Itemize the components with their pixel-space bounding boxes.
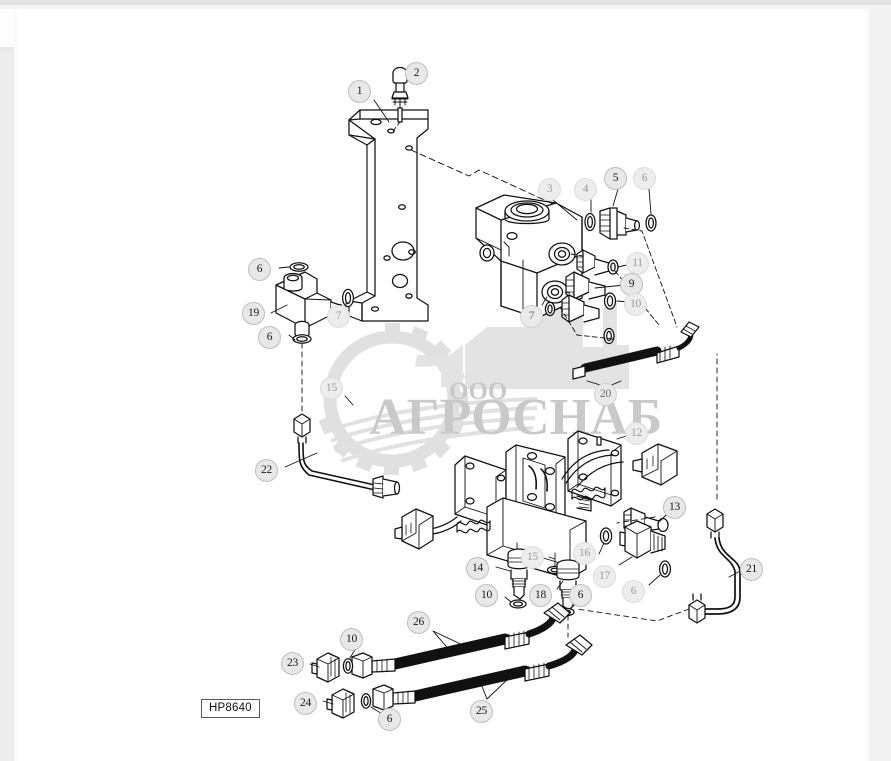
part-o-ring-16 [599, 527, 613, 545]
callout-24: 24 [294, 692, 317, 715]
part-tube-22 [293, 413, 401, 499]
part-o-ring-6-right [658, 560, 672, 578]
part-tube-21 [688, 508, 741, 624]
part-o-ring-6-above-elbow [289, 262, 309, 272]
callout-26: 26 [407, 611, 430, 634]
callout-25: 25 [470, 700, 493, 723]
callout-17: 17 [593, 565, 616, 588]
part-o-ring-10-under14 [509, 599, 527, 609]
frame-right-inner [866, 9, 869, 761]
part-fitting-17 [619, 520, 666, 559]
callout-1: 1 [348, 80, 371, 103]
part-hose-25 [372, 634, 593, 711]
callout-4: 4 [574, 178, 597, 201]
callout-14: 14 [466, 557, 489, 580]
frame-top-inner [0, 5, 891, 9]
frame-left-edge [0, 9, 14, 761]
part-fitting-11 [576, 249, 619, 276]
callout-22: 22 [255, 459, 278, 482]
callout-11: 11 [626, 252, 649, 275]
frame-left-divider [0, 47, 14, 51]
part-o-ring-4 [584, 212, 596, 232]
part-fitting-lower [561, 294, 600, 323]
part-wiring-harness [418, 449, 624, 535]
callout-10: 10 [624, 293, 647, 316]
frame-right-edge [869, 9, 891, 761]
part-connector-left [394, 508, 434, 550]
callout-13: 13 [663, 496, 686, 519]
part-o-ring-7b [544, 301, 556, 317]
callout-19: 19 [242, 302, 265, 325]
callout-6: 6 [622, 580, 645, 603]
callout-18: 18 [529, 584, 552, 607]
callout-15: 15 [320, 377, 343, 400]
callout-12: 12 [625, 422, 648, 445]
part-bolt [391, 66, 409, 132]
part-o-ring-6-below-elbow [292, 334, 312, 344]
part-fitting-23 [311, 652, 340, 683]
part-hose-20 [572, 321, 700, 380]
part-fitting-9 [565, 271, 606, 300]
part-o-ring-7 [341, 288, 355, 308]
part-o-ring-10 [603, 292, 617, 310]
callout-7: 7 [327, 305, 350, 328]
part-hose-26 [351, 602, 571, 679]
callout-6: 6 [248, 258, 271, 281]
callout-16: 16 [573, 542, 596, 565]
part-spring-right [571, 486, 606, 501]
part-number-label: HP8640 [201, 699, 260, 718]
callout-10: 10 [340, 628, 363, 651]
part-mounting-bracket [348, 109, 429, 322]
callout-6: 6 [569, 584, 592, 607]
frame-left-notch [0, 9, 14, 47]
part-spring-left [456, 519, 491, 534]
callout-20: 20 [594, 383, 617, 406]
callout-10: 10 [475, 584, 498, 607]
diagram-canvas: ООО АГРОСНАБ [17, 9, 866, 761]
callout-21: 21 [740, 558, 763, 581]
callout-6: 6 [258, 326, 281, 349]
callout-6: 6 [378, 708, 401, 731]
callout-3: 3 [538, 178, 561, 201]
callout-6: 6 [633, 167, 656, 190]
callout-15: 15 [521, 546, 544, 569]
frame-left-inner [14, 9, 17, 761]
callout-2: 2 [405, 62, 428, 85]
callout-7: 7 [520, 305, 543, 328]
part-elbow-fitting-19 [275, 271, 344, 338]
exploded-assembly-artwork [270, 66, 745, 719]
part-o-ring-6-bottom [360, 693, 372, 709]
part-connector-right [632, 443, 678, 486]
part-o-ring-7c [603, 327, 615, 345]
frame-top-edge [0, 0, 891, 5]
part-fitting-5 [599, 207, 641, 240]
part-fitting-24 [326, 688, 355, 719]
callout-23: 23 [281, 652, 304, 675]
callout-5: 5 [604, 167, 627, 190]
part-o-ring-10-bottom [342, 658, 354, 674]
part-o-ring-6-top [645, 214, 657, 232]
